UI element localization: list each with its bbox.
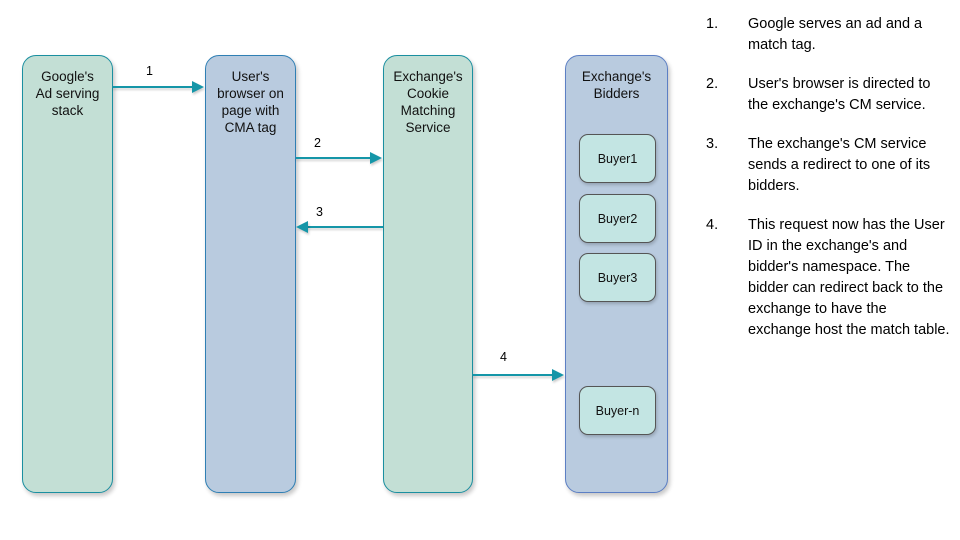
legend-item-number: 4. bbox=[706, 217, 719, 233]
node-exchange-cookie-matching-service-label: Exchange's Cookie Matching Service bbox=[393, 69, 463, 135]
legend-item-number: 2. bbox=[706, 76, 719, 92]
node-user-browser-label: User's browser on page with CMA tag bbox=[217, 69, 284, 135]
legend-item: 1. Google serves an ad and a match tag. bbox=[706, 14, 950, 56]
legend-item-text: The exchange's CM service sends a redire… bbox=[748, 136, 931, 194]
arrow-3-line bbox=[308, 226, 383, 228]
legend-item-number: 3. bbox=[706, 136, 719, 152]
node-exchange-cookie-matching-service[interactable]: Exchange's Cookie Matching Service bbox=[383, 55, 473, 493]
arrow-1-head-icon bbox=[192, 81, 204, 93]
arrow-2-line bbox=[296, 157, 371, 159]
arrow-1-label: 1 bbox=[146, 64, 153, 78]
node-exchange-bidders[interactable]: Exchange's Bidders Buyer1 Buyer2 Buyer3 … bbox=[565, 55, 668, 493]
buyer-item[interactable]: Buyer1 bbox=[579, 134, 656, 183]
legend-item-text: User's browser is directed to the exchan… bbox=[748, 76, 931, 113]
node-google-ad-serving-stack-label: Google's Ad serving stack bbox=[35, 69, 100, 118]
arrow-2-head-icon bbox=[370, 152, 382, 164]
arrow-1-line bbox=[113, 86, 193, 88]
arrow-4-line bbox=[473, 374, 553, 376]
buyer-item[interactable]: Buyer-n bbox=[579, 386, 656, 435]
arrow-3-label: 3 bbox=[316, 205, 323, 219]
buyer-item[interactable]: Buyer3 bbox=[579, 253, 656, 302]
node-google-ad-serving-stack[interactable]: Google's Ad serving stack bbox=[22, 55, 113, 493]
buyer-item[interactable]: Buyer2 bbox=[579, 194, 656, 243]
legend-list: 1. Google serves an ad and a match tag. … bbox=[706, 14, 950, 359]
legend-item-text: Google serves an ad and a match tag. bbox=[748, 16, 923, 53]
arrow-2-label: 2 bbox=[314, 136, 321, 150]
arrow-3-head-icon bbox=[296, 221, 308, 233]
legend-item-number: 1. bbox=[706, 16, 719, 32]
legend-item: 4. This request now has the User ID in t… bbox=[706, 215, 950, 341]
node-exchange-bidders-label: Exchange's Bidders bbox=[581, 69, 652, 101]
arrow-4-head-icon bbox=[552, 369, 564, 381]
legend-item: 2. User's browser is directed to the exc… bbox=[706, 74, 950, 116]
legend-item-text: This request now has the User ID in the … bbox=[748, 217, 950, 338]
arrow-4-label: 4 bbox=[500, 350, 507, 364]
legend-item: 3. The exchange's CM service sends a red… bbox=[706, 134, 950, 197]
node-user-browser[interactable]: User's browser on page with CMA tag bbox=[205, 55, 296, 493]
